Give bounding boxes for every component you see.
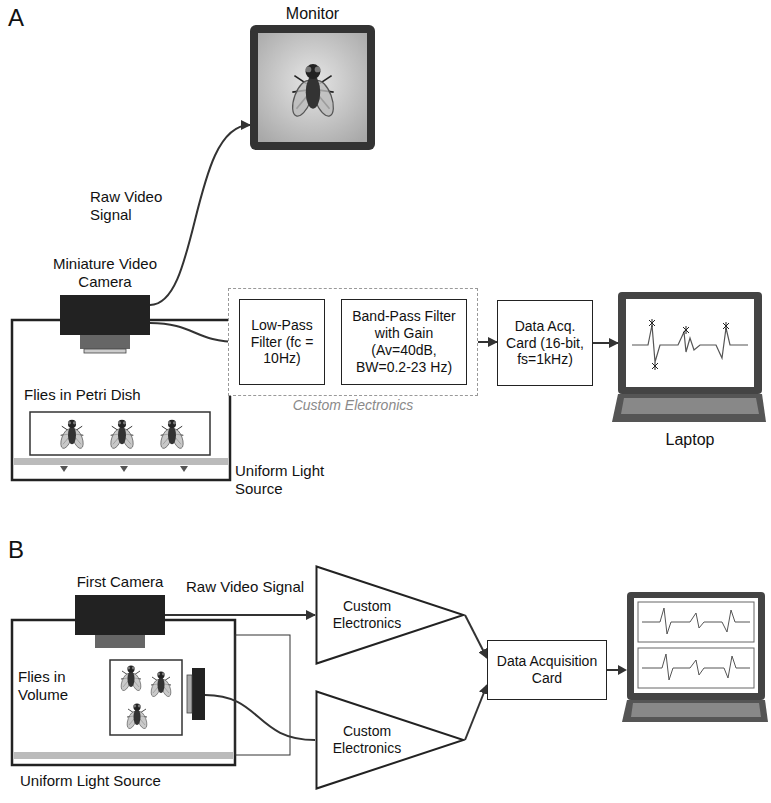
part-label: Uniform Light Source [235,462,345,498]
node-text: Custom Electronics [327,598,407,632]
panel-letter: A [8,4,38,33]
signal-arrow [165,614,315,616]
daq-box: Data Acq. Card (16-bit, fs=1kHz) [497,300,593,386]
panel-letter: B [8,536,38,565]
daq-box: Data Acquisition Card [487,640,607,700]
part-label: Flies in Petri Dish [24,386,204,404]
node-text: Data Acq. Card (16-bit, fs=1kHz) [502,318,588,368]
video-camera: Miniature Video Camera [60,295,150,335]
node-heading: Monitor [253,4,373,23]
electronics-group: Custom ElectronicsLow-Pass Filter (fc = … [228,288,478,396]
node-text: Data Acquisition Card [493,653,601,687]
node-text: Band-Pass Filter with Gain (Av=40dB, BW=… [346,308,462,375]
node-heading: Laptop [630,430,750,449]
filter-box: Low-Pass Filter (fc = 10Hz) [239,299,325,385]
signal-arrow [150,323,239,342]
signal-label: Raw Video Signal [90,188,178,224]
signal-arrow [465,615,487,658]
triangle-shape [317,692,464,789]
node-text: Custom Electronics [327,723,407,757]
part-label: Uniform Light Source [20,772,220,790]
part-label: Flies in Volume [18,668,103,704]
video-camera: First Camera [75,595,165,635]
node-heading: First Camera [65,573,175,591]
signal-arrow [593,342,618,344]
amplifier-triangle: Custom Electronics [315,565,465,665]
signal-arrow [465,685,487,740]
node-text: Low-Pass Filter (fc = 10Hz) [244,317,320,367]
node-heading: Miniature Video Camera [40,255,170,291]
signal-label: Raw Video Signal [186,578,314,596]
filter-box: Band-Pass Filter with Gain (Av=40dB, BW=… [341,299,467,385]
amplifier-triangle: Custom Electronics [315,690,465,790]
triangle-shape [317,567,464,664]
monitor: Monitor [250,25,375,150]
node-heading: Custom Electronics [253,397,453,414]
laptop: Laptop [618,292,762,394]
